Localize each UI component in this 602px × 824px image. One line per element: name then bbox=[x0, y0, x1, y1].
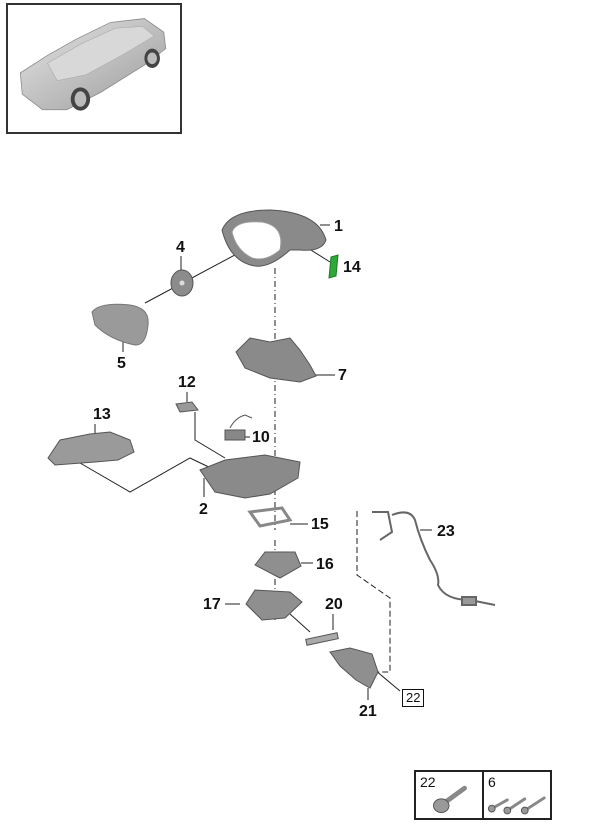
part-1-mirror-housing[interactable] bbox=[221, 209, 327, 267]
part-16-lower-cover[interactable] bbox=[254, 551, 302, 579]
callout-23[interactable]: 23 bbox=[437, 523, 455, 540]
callout-21[interactable]: 21 bbox=[359, 703, 377, 720]
legend-cell-22[interactable]: 22 bbox=[416, 772, 482, 818]
part-14-green-clip[interactable] bbox=[328, 254, 339, 279]
callout-14[interactable]: 14 bbox=[343, 259, 361, 276]
assembly-line-13 bbox=[79, 457, 216, 493]
legend-number: 6 bbox=[488, 774, 496, 790]
part-23-wiring-harness[interactable] bbox=[372, 511, 496, 606]
car-illustration bbox=[19, 18, 167, 111]
callout-17[interactable]: 17 bbox=[203, 596, 221, 613]
callout-22-boxed[interactable]: 22 bbox=[402, 689, 425, 708]
callout-5[interactable]: 5 bbox=[117, 355, 126, 372]
vehicle-thumbnail bbox=[6, 3, 182, 134]
callout-16[interactable]: 16 bbox=[316, 556, 334, 573]
part-2-base-housing[interactable] bbox=[199, 454, 301, 499]
callout-20[interactable]: 20 bbox=[325, 596, 343, 613]
callout-13[interactable]: 13 bbox=[93, 406, 111, 423]
legend-cell-6[interactable]: 6 bbox=[482, 772, 550, 818]
callout-2[interactable]: 2 bbox=[199, 501, 208, 518]
callout-12[interactable]: 12 bbox=[178, 374, 196, 391]
assembly-line-23 bbox=[356, 511, 391, 673]
callout-1[interactable]: 1 bbox=[334, 218, 343, 235]
hardware-legend: 22 6 bbox=[414, 770, 552, 820]
leader-22 bbox=[374, 669, 401, 692]
part-21-mount-bracket[interactable] bbox=[329, 647, 379, 689]
part-20-puddle-light[interactable] bbox=[305, 632, 339, 646]
assembly-line-20 bbox=[289, 613, 311, 633]
callout-4[interactable]: 4 bbox=[176, 239, 185, 256]
part-5-mirror-glass[interactable] bbox=[91, 303, 149, 346]
part-13-trim-cover[interactable] bbox=[47, 431, 135, 466]
part-10-lamp-unit[interactable] bbox=[224, 414, 253, 441]
bolt-icon bbox=[432, 785, 467, 813]
part-15-seal-frame[interactable] bbox=[247, 506, 293, 528]
callout-15[interactable]: 15 bbox=[311, 516, 329, 533]
part-12-bracket[interactable] bbox=[175, 401, 199, 413]
leader-12-path bbox=[194, 412, 226, 459]
callout-7[interactable]: 7 bbox=[338, 367, 347, 384]
screws-icon bbox=[487, 796, 546, 815]
legend-number: 22 bbox=[420, 774, 436, 790]
callout-10[interactable]: 10 bbox=[252, 429, 270, 446]
part-7-motor-assembly[interactable] bbox=[235, 337, 317, 383]
part-17-lower-trim[interactable] bbox=[245, 589, 303, 621]
part-4-glass-actuator[interactable] bbox=[170, 269, 194, 297]
